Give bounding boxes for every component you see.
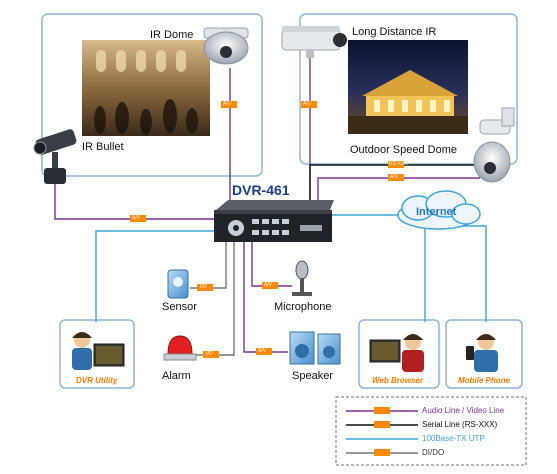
alarm-icon	[163, 335, 197, 361]
speaker-av-line	[243, 242, 288, 353]
ir-dome-label: IR Dome	[150, 29, 194, 41]
speaker-icon	[289, 331, 341, 365]
camera-frame-left	[41, 13, 263, 177]
sensor-icon	[167, 269, 189, 299]
tag-av-ir-bullet: A/V	[132, 215, 141, 221]
microphone-av-line	[251, 242, 292, 287]
legend-box	[335, 396, 527, 466]
concourse-arches	[96, 50, 186, 72]
web-browser-caption: Web Browser	[372, 376, 423, 385]
tag-av-speaker: A/V	[258, 348, 267, 354]
alarm-io-line	[192, 242, 235, 356]
ir-bullet-camera-icon	[33, 129, 77, 184]
client-frame-web-browser	[358, 319, 440, 389]
line-tags	[130, 101, 404, 456]
sensor-label: Sensor	[162, 301, 197, 313]
speaker-label: Speaker	[292, 370, 333, 382]
device-title: DVR-461	[232, 182, 290, 198]
internet-label: Internet	[416, 206, 457, 218]
tag-io-alarm: I/O	[206, 351, 213, 357]
utp-mobile-phone	[450, 225, 487, 322]
web-browser-user-icon	[369, 334, 424, 372]
client-frame-dvr-utility	[59, 319, 135, 389]
lit-building	[348, 70, 468, 134]
speed-dome-av-line	[317, 177, 480, 204]
mobile-phone-caption: Mobile Phone	[458, 376, 510, 385]
tag-rs-speed-dome: RS-XXX	[389, 161, 408, 167]
alarm-label: Alarm	[162, 370, 191, 382]
long-distance-ir-label: Long Distance IR	[352, 26, 437, 38]
dvr-utility-caption: DVR Utility	[76, 376, 118, 385]
outdoor-speed-dome-camera-icon	[473, 107, 515, 183]
camera-frame-right	[299, 13, 518, 165]
legend-serial-label: Serial Line (RS-XXX)	[422, 420, 498, 429]
ir-bullet-av-line	[54, 162, 214, 220]
dvr-utility-user-icon	[72, 332, 125, 370]
ir-dome-camera-icon	[203, 27, 249, 65]
tag-av-microphone: A/V	[264, 282, 273, 288]
microphone-label: Microphone	[274, 301, 332, 313]
mobile-phone-user-icon	[466, 334, 498, 372]
legend-av-label: Audio Line / Video Line	[422, 406, 505, 415]
tag-av-speed-dome: A/V	[390, 174, 399, 180]
tag-io-sensor: I/O	[200, 284, 207, 290]
tag-av-long-ir: A/V	[303, 101, 312, 107]
internet-cloud-icon	[397, 190, 481, 230]
client-frame-mobile-phone	[445, 319, 523, 389]
ir-bullet-label: IR Bullet	[82, 141, 124, 153]
utp-dvr-utility	[95, 230, 214, 322]
legend-utp-label: 100Base-TX UTP	[422, 434, 485, 443]
legend-dido-label: DI/DO	[422, 448, 445, 457]
sensor-io-line	[190, 242, 227, 289]
long-distance-ir-camera-icon	[281, 26, 347, 58]
outdoor-speed-dome-label: Outdoor Speed Dome	[350, 144, 458, 156]
speed-dome-serial-line	[309, 164, 480, 204]
tag-av-ir-dome: A/V	[223, 101, 232, 107]
crowd-silhouettes	[94, 99, 198, 135]
microphone-icon	[292, 260, 312, 296]
dvr-461-device	[214, 200, 334, 242]
